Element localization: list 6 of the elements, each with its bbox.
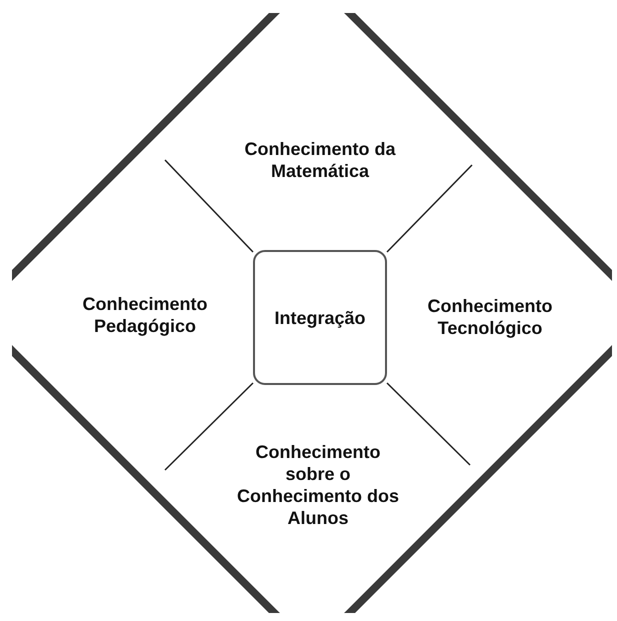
quadrant-label: Conhecimento sobre o Conhecimento dos Alunos <box>236 441 400 529</box>
quadrant-label: Conhecimento Tecnológico <box>426 295 554 339</box>
center-label: Integração <box>274 306 366 328</box>
quadrant-label: Conhecimento Pedagógico <box>81 293 208 337</box>
quadrant-label: Conhecimento da Matemática <box>243 138 397 182</box>
center-box <box>253 250 387 385</box>
